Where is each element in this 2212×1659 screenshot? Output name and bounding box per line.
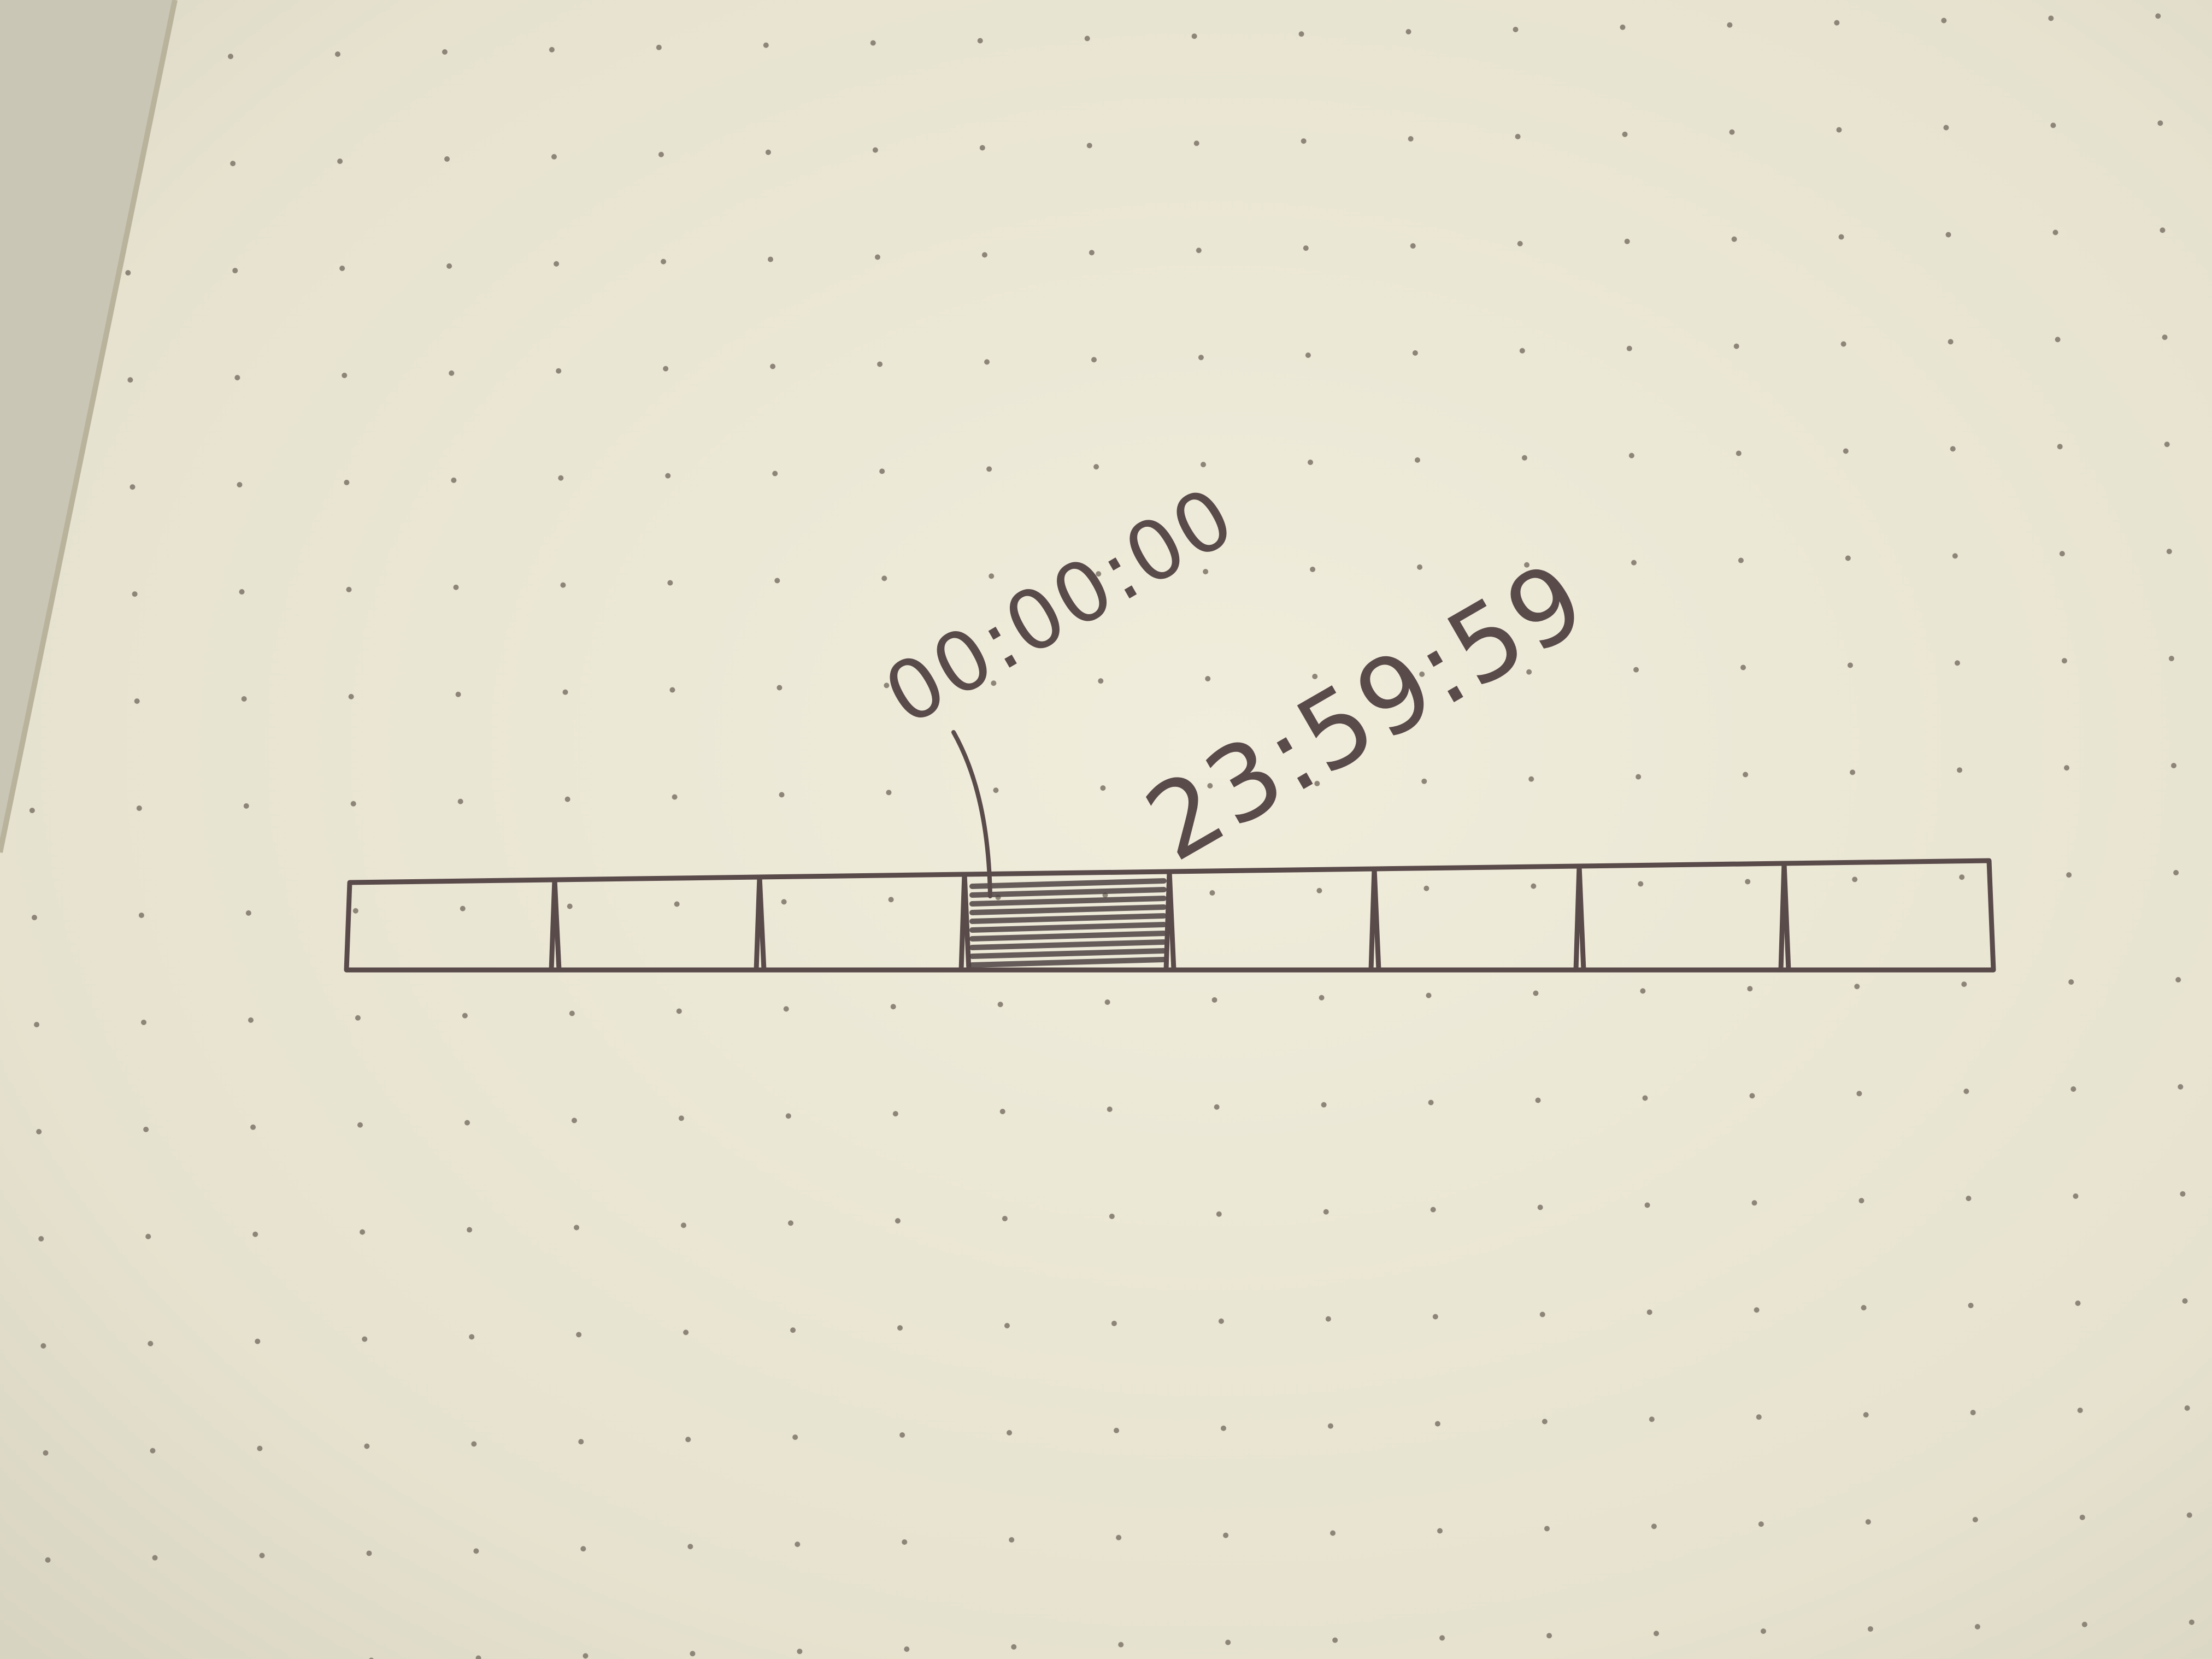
- page-edge: [0, 0, 178, 854]
- timeline-diagram: [344, 858, 1996, 973]
- timeline-cell: [1778, 858, 1996, 973]
- start-leader-line: [951, 730, 992, 898]
- timeline-cell-shading: [969, 878, 1167, 968]
